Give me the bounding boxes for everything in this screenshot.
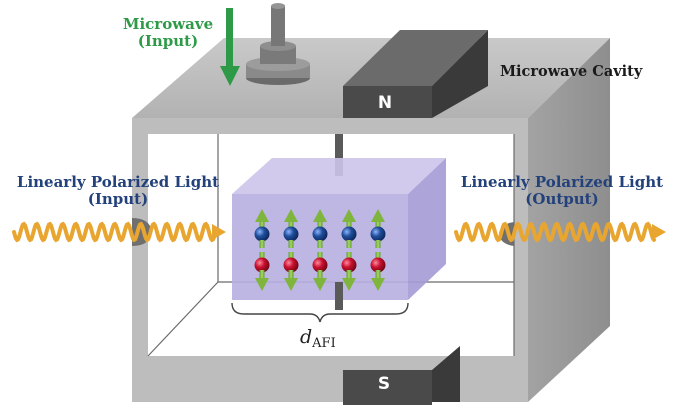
spin-up-atom <box>254 226 270 242</box>
spin-down-atom <box>341 257 357 273</box>
microwave-label-line2: (Input) <box>137 32 199 51</box>
light-input-label: Linearly Polarized Light (Input) <box>6 173 230 209</box>
input-light-wave <box>12 221 216 243</box>
light-input-line2: (Input) <box>87 190 149 209</box>
spin-down-atom <box>370 257 386 273</box>
cavity-label: Microwave Cavity <box>500 63 643 80</box>
spin-down-tail <box>346 252 352 260</box>
cavity-front-frame <box>132 118 528 402</box>
spin-up-arrowhead <box>255 209 269 222</box>
spin-down-arrowhead <box>255 278 269 291</box>
spin-down-tail <box>375 252 381 260</box>
south-pole-label: S <box>377 374 391 394</box>
spin-up-arrowhead <box>284 209 298 222</box>
microwave-arrow <box>220 8 240 86</box>
output-light-wave <box>454 221 656 243</box>
microwave-connector <box>246 3 310 85</box>
spin-down-atom <box>254 257 270 273</box>
spin-up-tail <box>346 240 352 248</box>
spin-up-atom <box>283 226 299 242</box>
input-light-arrowhead <box>212 224 226 240</box>
microwave-input-label: Microwave (Input) <box>108 15 228 51</box>
spin-down-tail <box>317 252 323 260</box>
crystal-top <box>232 158 446 194</box>
crystal-right <box>408 158 446 300</box>
north-pole-rod <box>335 134 343 176</box>
spin-down-arrow-shaft <box>288 270 294 280</box>
light-output-label: Linearly Polarized Light (Output) <box>450 173 674 209</box>
light-output-line2: (Output) <box>525 190 599 209</box>
light-output-line1: Linearly Polarized Light <box>460 173 664 191</box>
spin-down-tail <box>288 252 294 260</box>
spin-up-tail <box>375 240 381 248</box>
spin-up-arrowhead <box>342 209 356 222</box>
north-magnet <box>343 30 488 118</box>
spin-down-arrowhead <box>371 278 385 291</box>
spin-up-atom <box>312 226 328 242</box>
thickness-symbol: d <box>300 326 313 348</box>
spin-array <box>254 209 386 291</box>
south-magnet <box>343 346 460 405</box>
spin-up-tail <box>288 240 294 248</box>
spin-down-arrow-shaft <box>375 270 381 280</box>
spin-down-arrowhead <box>313 278 327 291</box>
spin-down-arrow-shaft <box>346 270 352 280</box>
spin-up-arrowhead <box>371 209 385 222</box>
output-light-arrowhead <box>652 224 666 240</box>
spin-up-atom <box>341 226 357 242</box>
spin-down-arrowhead <box>284 278 298 291</box>
spin-down-atom <box>312 257 328 273</box>
spin-down-atom <box>283 257 299 273</box>
spin-up-arrowhead <box>313 209 327 222</box>
spin-down-arrow-shaft <box>317 270 323 280</box>
light-input-line1: Linearly Polarized Light <box>16 173 220 191</box>
north-pole-label: N <box>377 93 393 113</box>
spin-up-tail <box>317 240 323 248</box>
cavity-right-face <box>528 38 610 402</box>
microwave-label-line1: Microwave <box>122 15 214 33</box>
spin-down-tail <box>259 252 265 260</box>
thickness-label: dAFI <box>300 326 336 351</box>
thickness-subscript: AFI <box>312 336 336 351</box>
thickness-brace <box>231 302 409 323</box>
spin-up-tail <box>259 240 265 248</box>
spin-down-arrowhead <box>342 278 356 291</box>
spin-up-atom <box>370 226 386 242</box>
south-pole-rod <box>335 282 343 310</box>
spin-down-arrow-shaft <box>259 270 265 280</box>
